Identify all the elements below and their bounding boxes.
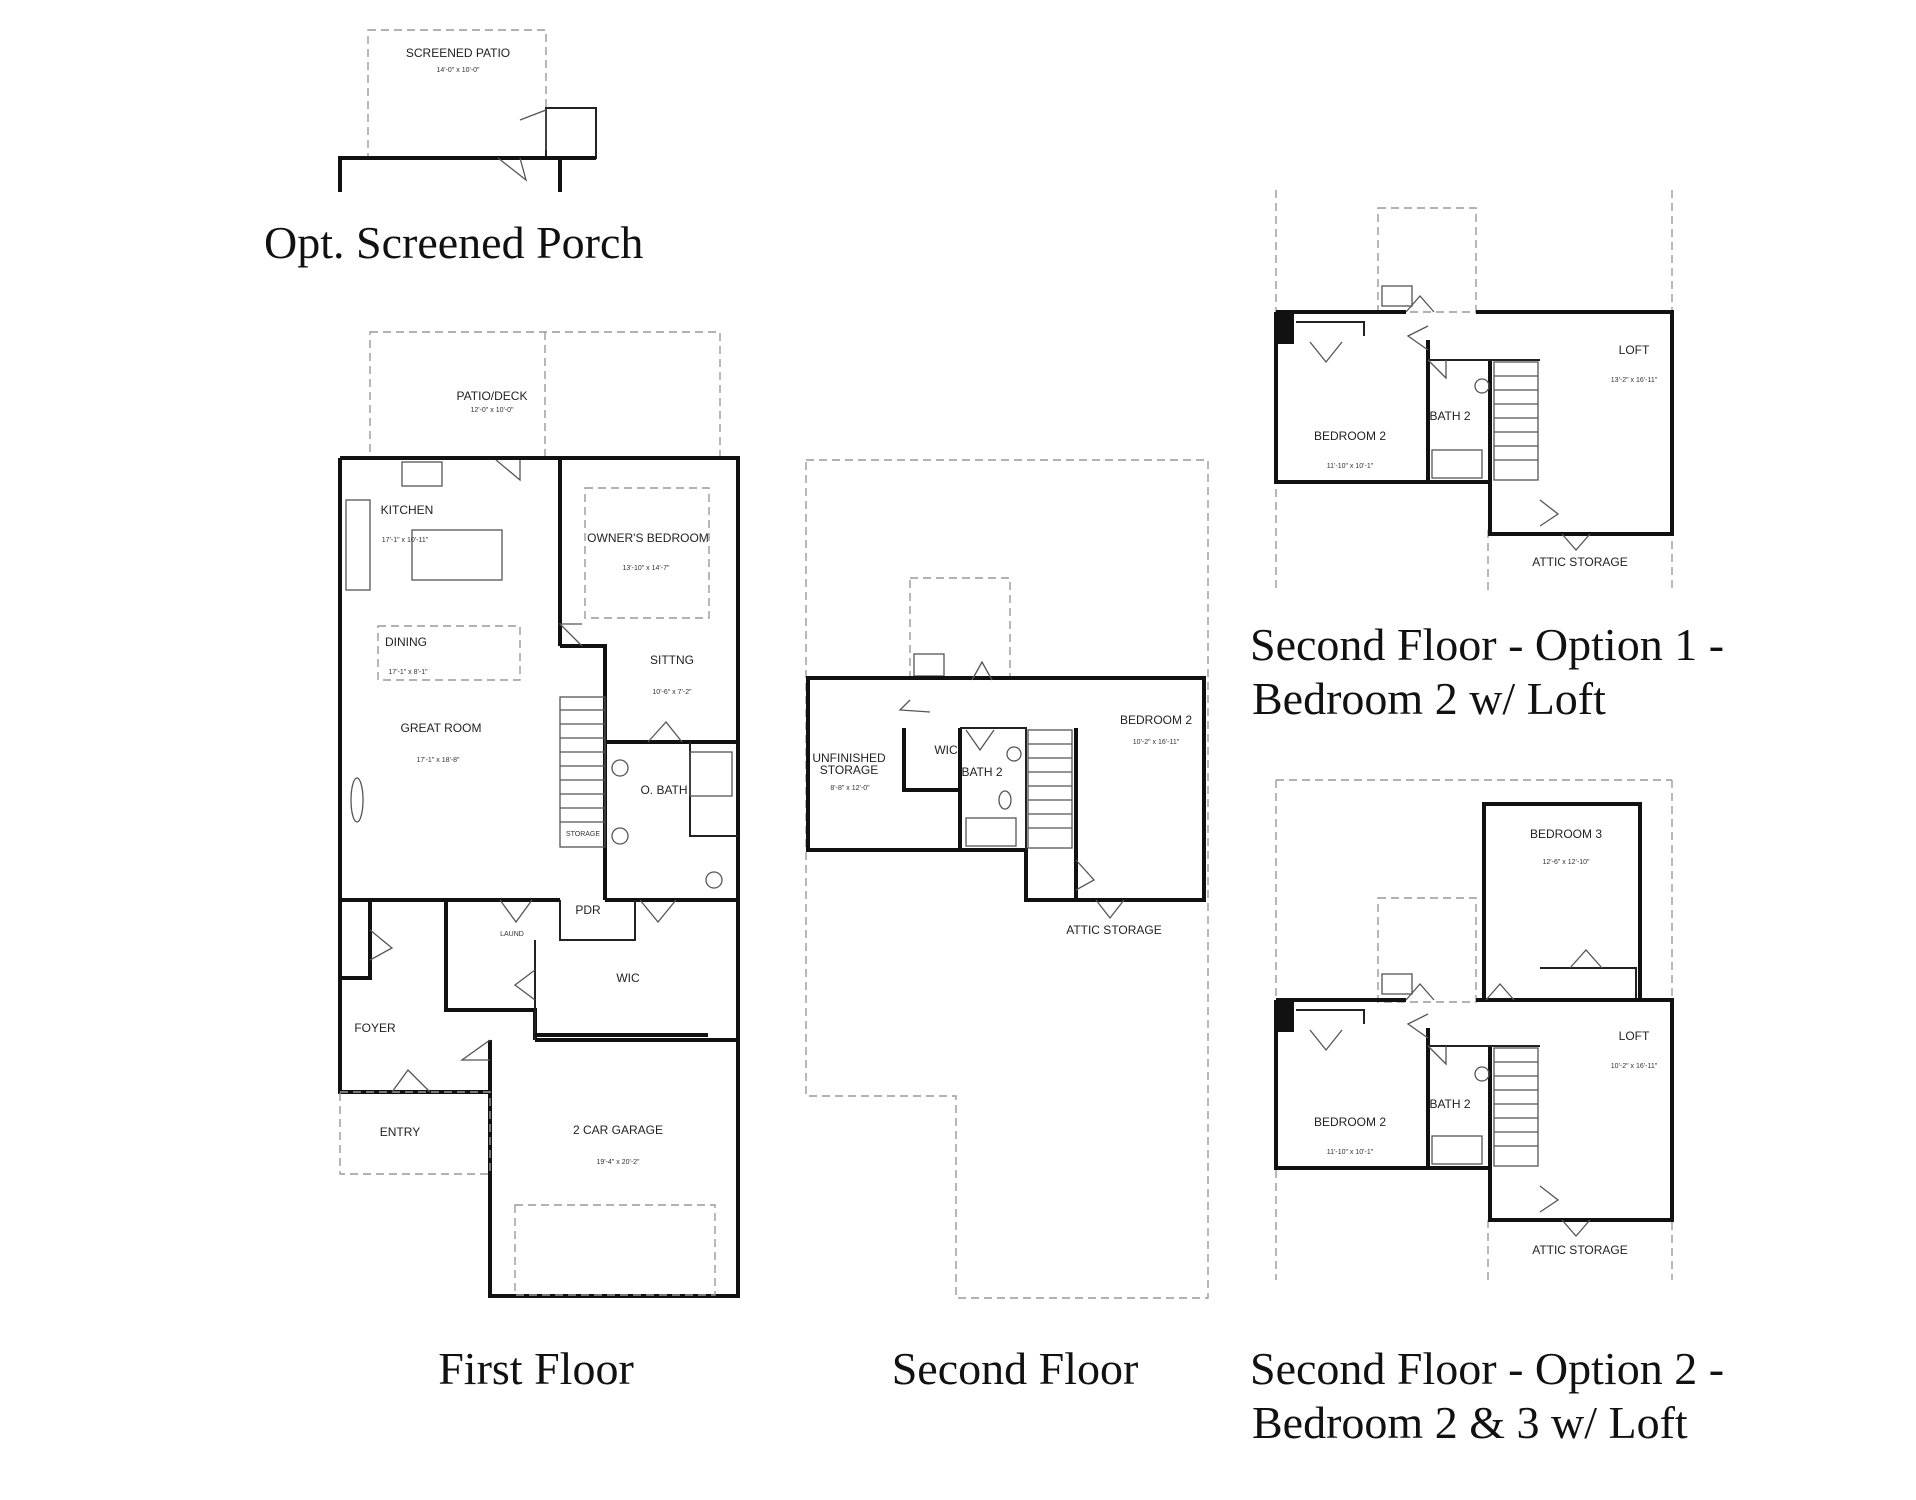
owners-bedroom-label: OWNER'S BEDROOM xyxy=(587,531,709,545)
first-floor-plan: PATIO/DECK 12'-0" x 10'-0" KITCHEN 17'-1… xyxy=(338,331,740,1298)
owners-bedroom-dim: 13'-10" x 14'-7" xyxy=(623,565,670,572)
option2-bedroom3-dim: 12'-6" x 12'-10" xyxy=(1543,859,1590,866)
option2-loft-label: LOFT xyxy=(1619,1029,1650,1043)
entry-label: ENTRY xyxy=(380,1125,420,1139)
option1-bedroom2-dim: 11'-10" x 10'-1" xyxy=(1327,463,1374,470)
second-floor-attic-label: ATTIC STORAGE xyxy=(1066,923,1162,937)
caption-first-floor: First Floor xyxy=(438,1343,634,1394)
dining-label: DINING xyxy=(385,635,427,649)
caption-screened-porch: Opt. Screened Porch xyxy=(264,217,643,268)
sitting-dim: 10'-6" x 7'-2" xyxy=(652,689,692,696)
dining-dim: 17'-1" x 8'-1" xyxy=(388,669,428,676)
second-floor-wic-label: WIC xyxy=(934,743,958,757)
great-room-dim: 17'-1" x 18'-8" xyxy=(416,757,460,764)
second-floor-option1-plan: LOFT 13'-2" x 16'-11" BATH 2 BEDROOM 2 1… xyxy=(1274,190,1674,590)
foyer-label: FOYER xyxy=(354,1021,396,1035)
option1-bedroom2-label: BEDROOM 2 xyxy=(1314,429,1386,443)
kitchen-dim: 17'-1" x 10'-11" xyxy=(382,537,429,544)
option2-loft-dim: 10'-2" x 16'-11" xyxy=(1611,1063,1658,1070)
kitchen-label: KITCHEN xyxy=(381,503,434,517)
option2-bedroom3-label: BEDROOM 3 xyxy=(1530,827,1602,841)
caption-second-floor: Second Floor xyxy=(892,1343,1139,1394)
great-room-label: GREAT ROOM xyxy=(401,721,482,735)
caption-option1-line1: Second Floor - Option 1 - xyxy=(1250,619,1724,670)
screened-porch-plan: SCREENED PATIO 14'-0" x 10'-0" xyxy=(338,29,597,192)
laundry-label: LAUND xyxy=(500,931,524,938)
option2-bath2-label: BATH 2 xyxy=(1429,1097,1470,1111)
patio-deck-dim: 12'-0" x 10'-0" xyxy=(470,407,514,414)
caption-option2-line2: Bedroom 2 & 3 w/ Loft xyxy=(1252,1397,1688,1448)
walk-in-closet-label: WIC xyxy=(616,971,640,985)
second-floor-bedroom2-label: BEDROOM 2 xyxy=(1120,713,1192,727)
powder-room-label: PDR xyxy=(575,903,601,917)
second-floor-bedroom2-dim: 10'-2" x 16'-11" xyxy=(1133,739,1180,746)
sitting-label: SITTNG xyxy=(650,653,694,667)
storage-label: STORAGE xyxy=(566,831,600,838)
unfinished-storage-label-1: UNFINISHED xyxy=(812,751,886,765)
caption-option1-line2: Bedroom 2 w/ Loft xyxy=(1252,673,1606,724)
screened-patio-dim: 14'-0" x 10'-0" xyxy=(436,67,480,74)
option2-attic-label: ATTIC STORAGE xyxy=(1532,1243,1628,1257)
second-floor-bath2-label: BATH 2 xyxy=(961,765,1002,779)
owners-bath-label: O. BATH xyxy=(640,783,687,797)
option1-attic-label: ATTIC STORAGE xyxy=(1532,555,1628,569)
unfinished-storage-label-2: STORAGE xyxy=(820,763,878,777)
option1-loft-dim: 13'-2" x 16'-11" xyxy=(1611,377,1658,384)
caption-option2-line1: Second Floor - Option 2 - xyxy=(1250,1343,1724,1394)
unfinished-storage-dim: 8'-8" x 12'-0" xyxy=(830,785,870,792)
option1-stairs xyxy=(1493,361,1539,481)
patio-deck-label: PATIO/DECK xyxy=(457,389,528,403)
second-floor-option2-plan: BEDROOM 3 12'-6" x 12'-10" LOFT 10'-2" x… xyxy=(1274,779,1674,1280)
garage-dim: 19'-4" x 20'-2" xyxy=(596,1159,640,1166)
second-floor-plan: UNFINISHED STORAGE 8'-8" x 12'-0" WIC BA… xyxy=(805,459,1209,1299)
option1-bath2-label: BATH 2 xyxy=(1429,409,1470,423)
screened-patio-label: SCREENED PATIO xyxy=(406,46,510,60)
second-floor-stairs xyxy=(1027,729,1073,849)
option2-stairs xyxy=(1493,1047,1539,1167)
garage-label: 2 CAR GARAGE xyxy=(573,1123,663,1137)
option2-bedroom2-label: BEDROOM 2 xyxy=(1314,1115,1386,1129)
option2-bedroom2-dim: 11'-10" x 10'-1" xyxy=(1327,1149,1374,1156)
first-floor-stairs xyxy=(559,696,606,848)
option1-loft-label: LOFT xyxy=(1619,343,1650,357)
